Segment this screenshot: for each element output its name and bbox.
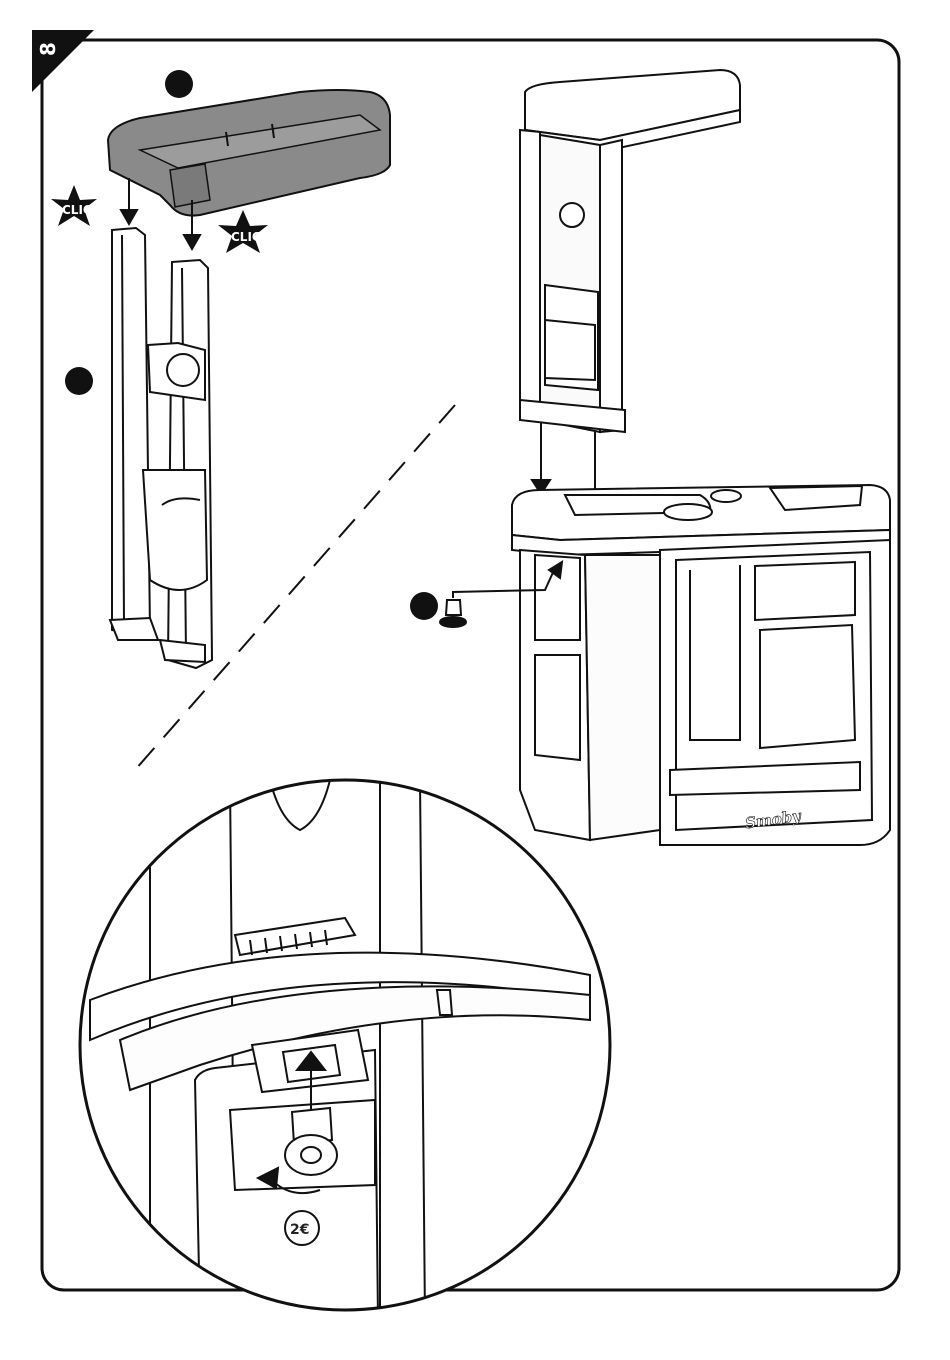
clic-badge-left: CLIC [51, 185, 97, 226]
clic-label: CLIC [231, 230, 261, 244]
coin-label: 2€ [290, 1222, 309, 1238]
upper-frame-part [520, 70, 740, 432]
clic-badge-right: CLIC [218, 210, 268, 253]
base-unit [512, 485, 890, 845]
callout-dot-screw [410, 592, 438, 620]
detail-magnifier: 2€ [80, 780, 620, 1320]
left-legs-part [110, 228, 212, 668]
callout-dot-legs [65, 367, 93, 395]
step-number: 8 [36, 42, 60, 56]
clic-label: CLIC [62, 203, 92, 217]
callout-dot-top [165, 70, 193, 98]
top-shelf-part [108, 90, 390, 216]
step-badge: 8 [32, 30, 94, 92]
